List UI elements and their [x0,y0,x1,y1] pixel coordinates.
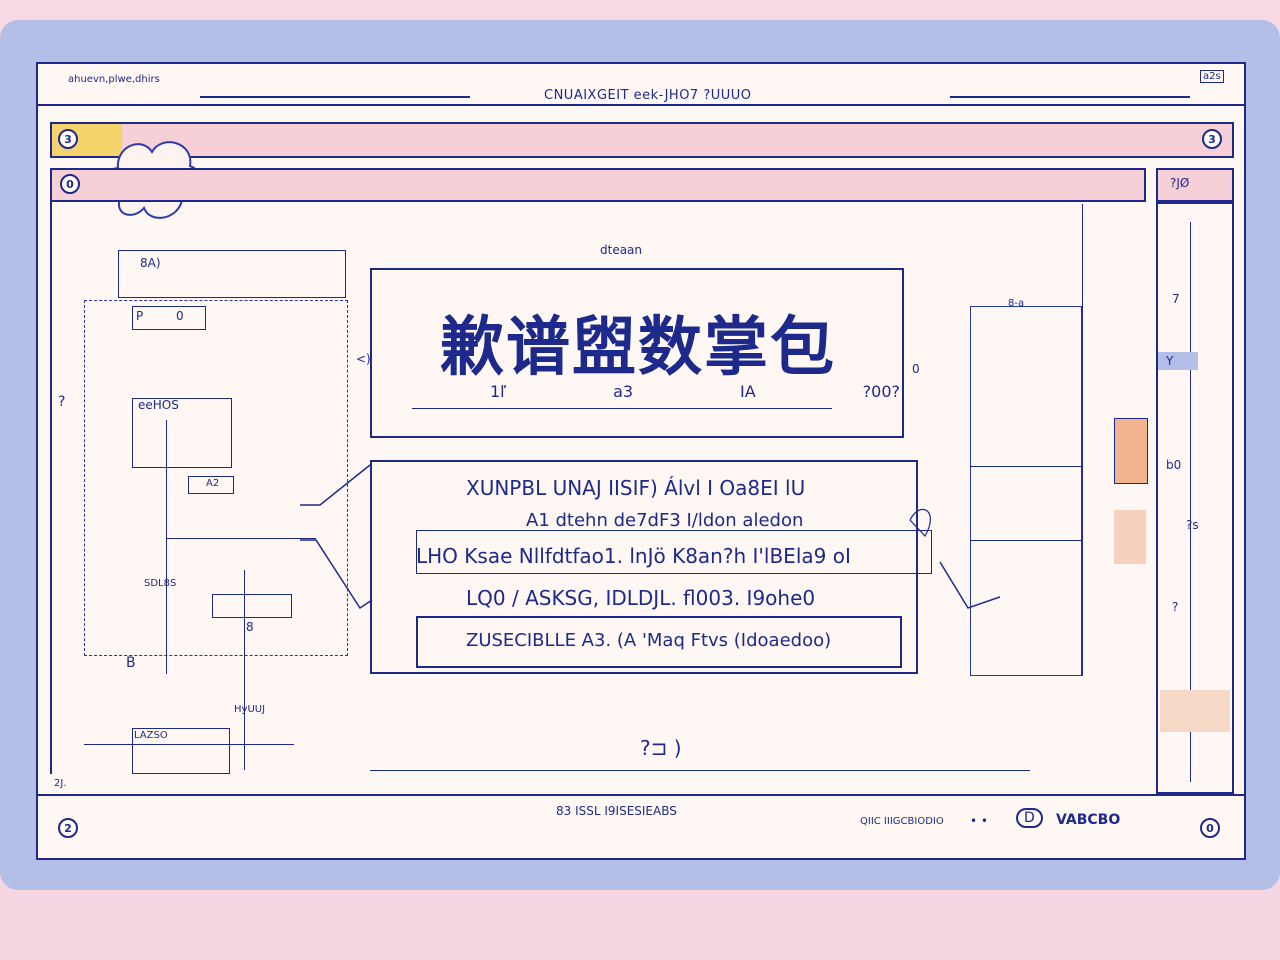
side-orange-tab-3 [1160,690,1230,732]
side-marker-5: ? [1172,600,1179,614]
page-corner-text: 2J. [54,778,67,789]
framed-caption[interactable] [416,616,902,668]
left-side-glyph: ? [58,394,66,410]
menu-icon[interactable]: 0 [60,174,80,194]
side-marker-2[interactable]: Y [1166,354,1174,368]
left-node-lazo[interactable] [132,728,230,774]
side-panel-divider [1190,222,1191,782]
toolbar [50,122,1234,158]
title-rule-left [200,96,470,98]
help-icon[interactable]: 3 [1202,129,1222,149]
left-vertical-2 [244,570,245,770]
title-bar-divider [36,104,1246,106]
window-caption: ahuevn,plwe,dhirs [68,74,160,85]
left-axis-line [84,744,294,745]
canvas-area [50,202,1146,774]
side-orange-tab-1 [1114,418,1148,484]
status-d-button[interactable]: D [1016,808,1043,828]
left-eight-label: 8 [246,620,254,634]
left-node-p[interactable] [132,306,206,330]
title-subvalues: 1ľ a3 IA ?00? [490,382,900,401]
side-marker-4: ?s [1186,518,1199,532]
status-bar-divider [36,794,1246,796]
left-lazo-label: LAZSO [134,730,168,741]
right-dashed-block [970,306,1082,676]
right-divider-1 [970,466,1082,467]
subvalue-3: IA [740,382,756,401]
title-block [370,268,904,438]
title-rule-right [950,96,1190,98]
description-row-frame [416,530,932,574]
window-badge[interactable]: a2s [1200,70,1224,83]
subvalue-4: ?00? [862,382,900,401]
left-node-p-value: 0 [176,309,184,323]
description-line-2: A1 dtehn de7dF3 I/ldon aledon [526,510,804,531]
side-marker-3: b0 [1166,458,1182,472]
main-title: 歉谱盥数掌包 [440,311,836,385]
left-sdl-label: SDL8S [144,578,177,589]
left-node-ref-label: eeHOS [138,398,179,412]
right-dash-label: 8-a [1008,298,1025,309]
connector-lines [300,464,1000,610]
window-title: CNUAIXGEIT eek-JHO7 ?UUUO [544,88,752,103]
left-arrow-label: <) [356,352,371,366]
left-dashed-region [84,300,348,656]
description-line-1: XUNPBL UNAJ IISIF) Álvl I Oa8EI lU [466,476,806,500]
status-right-label: VABCBO [1056,812,1121,828]
left-hyut-label: HyUUJ [234,704,266,715]
bottom-canvas-glyph: ?⊐ ) [640,736,682,760]
canvas-header: dteaan [600,243,643,257]
side-panel-highlight [1158,352,1198,370]
right-dot-label: 0 [912,362,920,376]
description-line-4: LQ0 / ASKSG, IDLDJL. fl003. I9ohe0 [466,586,816,610]
info-icon[interactable]: 3 [58,129,78,149]
title-underline [412,408,832,409]
left-node-top-label: 8A) [140,256,161,270]
side-toolbar [1156,168,1234,202]
left-node-ref [132,398,232,468]
status-left-icon[interactable]: 2 [58,818,78,838]
side-marker-1: 7 [1172,292,1180,306]
side-toolbar-button[interactable]: ?JØ [1170,176,1190,190]
status-center-text: 83 ISSL I9ISESIEABS [556,804,677,818]
left-node-top [118,250,346,298]
left-node-eight [212,594,292,618]
left-vertical-1 [166,420,167,674]
right-vertical-line [1082,204,1083,676]
status-right-icon[interactable]: 0 [1200,818,1220,838]
side-orange-tab-2 [1114,510,1146,564]
description-block [370,460,918,674]
left-horizontal-1 [166,538,316,539]
description-line-3: LHO Ksae Nllfdtfao1. lnJö K8an?h I'lBEla… [416,544,851,568]
right-divider-2 [970,540,1082,541]
status-right-dots: • • [970,814,988,828]
secondary-toolbar [50,168,1146,202]
left-node-a2-label: A2 [206,478,220,489]
framed-caption-text: ZUSECIBLLE A3. (A 'Maq Ftvs (Idoaedoo) [466,630,832,651]
canvas-bottom-rule [370,770,1030,771]
status-right-text: QIIC IIIGCBIODIO [860,816,944,827]
subvalue-1: 1ľ [490,382,507,401]
left-node-p-label: P [136,309,144,323]
subvalue-2: a3 [613,382,634,401]
left-node-a2 [188,476,234,494]
left-b-label: B [126,655,136,671]
